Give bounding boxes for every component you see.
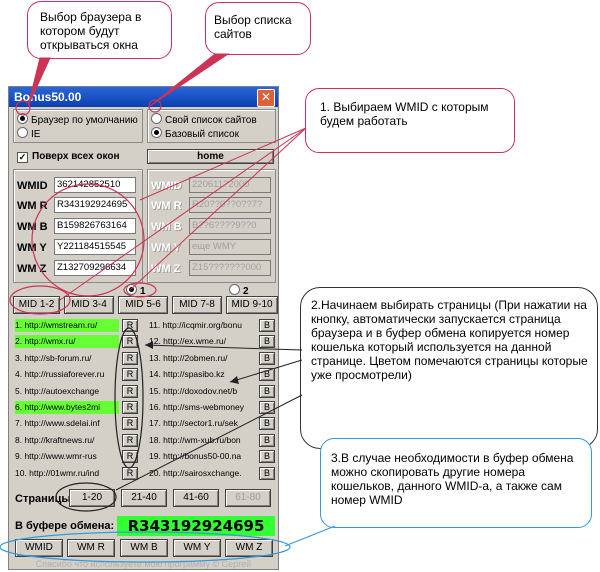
site-copy-b-14[interactable]: B bbox=[259, 368, 275, 382]
mid-button-1[interactable]: MID 3-4 bbox=[64, 296, 114, 314]
callout-step2: 2.Начинаем выбирать страницы (При нажати… bbox=[300, 287, 598, 449]
site-copy-b-17[interactable]: B bbox=[259, 417, 275, 431]
buffer-value: R343192924695 bbox=[117, 516, 275, 536]
mid-button-0[interactable]: MID 1-2 bbox=[13, 296, 60, 314]
mid-button-4[interactable]: MID 9-10 bbox=[226, 296, 278, 314]
site-copy-r-10[interactable]: R bbox=[122, 466, 138, 480]
site-link-2[interactable]: 2. http://wmx.ru/ bbox=[15, 335, 119, 349]
page-button-3[interactable]: 61-80 bbox=[225, 489, 271, 507]
wm-right-label-0: WMID bbox=[151, 180, 182, 192]
site-copy-r-1[interactable]: R bbox=[122, 319, 138, 332]
title-bar[interactable]: Bonus50.00 ✕ bbox=[9, 87, 278, 107]
wm-left-label-1: WM R bbox=[17, 200, 48, 212]
mid-button-3[interactable]: MID 7-8 bbox=[172, 296, 222, 314]
site-copy-b-18[interactable]: B bbox=[259, 433, 275, 447]
site-copy-r-2[interactable]: R bbox=[122, 335, 138, 349]
site-link-16[interactable]: 16. http://sms-webmoney bbox=[149, 402, 244, 412]
wm-left-field-2[interactable]: B159826763164 bbox=[54, 218, 136, 234]
wm-right-label-4: WM Z bbox=[151, 263, 181, 275]
site-link-6[interactable]: 6. http://www.bytes2mi bbox=[15, 401, 119, 414]
app-window: Bonus50.00 ✕ Браузер по умолчанию IE Сво… bbox=[8, 86, 279, 570]
wm-right-field-0[interactable]: 220611?2000 bbox=[189, 177, 271, 193]
site-copy-b-19[interactable]: B bbox=[259, 450, 275, 464]
site-link-20[interactable]: 20. http://sairosxchange. bbox=[149, 467, 242, 478]
wm-left-field-3[interactable]: Y221184515545 bbox=[54, 239, 136, 255]
site-link-1[interactable]: 1. http://wmstream.ru/ bbox=[15, 319, 119, 332]
site-link-13[interactable]: 13. http://2obmen.ru/ bbox=[149, 352, 228, 363]
site-copy-b-11[interactable]: B bbox=[259, 319, 275, 332]
wm-left-label-2: WM B bbox=[17, 221, 48, 233]
radio-browser-ie[interactable]: IE bbox=[17, 127, 40, 140]
site-link-9[interactable]: 9. http://www.wmr-rus bbox=[15, 451, 97, 462]
site-link-19[interactable]: 19. http://bonus50-00.na bbox=[149, 451, 242, 462]
site-copy-b-13[interactable]: B bbox=[259, 351, 275, 365]
copy-wmr-button[interactable]: WM R bbox=[67, 539, 115, 557]
page-button-2[interactable]: 41-60 bbox=[173, 489, 219, 507]
site-copy-b-16[interactable]: B bbox=[259, 401, 275, 414]
copy-wmb-button[interactable]: WM B bbox=[120, 539, 168, 557]
wm-left-field-1[interactable]: R343192924695 bbox=[54, 197, 136, 213]
copy-wmy-button[interactable]: WM Y bbox=[173, 539, 221, 557]
home-button[interactable]: home bbox=[147, 149, 274, 164]
radio-list-own[interactable]: Свой список сайтов bbox=[151, 113, 257, 126]
site-link-4[interactable]: 4. http://russiaforever.ru bbox=[15, 369, 105, 380]
close-icon[interactable]: ✕ bbox=[257, 89, 275, 107]
site-link-18[interactable]: 18. http://wm-xub.ru/bon bbox=[149, 434, 241, 445]
site-copy-b-20[interactable]: B bbox=[259, 466, 275, 480]
site-link-5[interactable]: 5. http://autoexchange bbox=[15, 385, 100, 396]
site-link-11[interactable]: 11. http://icqmir.org/bonu bbox=[149, 320, 242, 330]
footer-text: Спасибо что используете мою программу © … bbox=[35, 559, 252, 569]
buffer-label: В буфере обмена: bbox=[15, 520, 115, 532]
radio-browser-default[interactable]: Браузер по умолчанию bbox=[17, 113, 138, 126]
callout-step1: 1. Выбираем WMID с которым будем работат… bbox=[305, 88, 515, 153]
radio-list-base[interactable]: Базовый список bbox=[151, 127, 239, 140]
wm-right-label-3: WM Y bbox=[151, 242, 181, 254]
wm-right-label-2: WM B bbox=[151, 221, 182, 233]
site-link-3[interactable]: 3. http://sb-forum.ru/ bbox=[15, 352, 92, 363]
window-title: Bonus50.00 bbox=[14, 90, 82, 104]
site-link-7[interactable]: 7. http://www.sdelai.inf bbox=[15, 418, 100, 429]
wm-right-field-2[interactable]: B??6????9??0 bbox=[189, 218, 271, 234]
site-link-17[interactable]: 17. http://sector1.ru/sek bbox=[149, 418, 238, 429]
callout-list: Выбор списка сайтов bbox=[205, 2, 311, 55]
site-copy-r-9[interactable]: R bbox=[122, 450, 138, 464]
site-copy-b-15[interactable]: B bbox=[259, 384, 275, 398]
copy-wmz-button[interactable]: WM Z bbox=[225, 539, 273, 557]
site-link-15[interactable]: 15. http://doxodov.net/b bbox=[149, 385, 238, 396]
wm-left-field-4[interactable]: Z132709296634 bbox=[54, 260, 136, 276]
wm-right-field-3[interactable]: еще WMY bbox=[189, 239, 271, 255]
site-copy-r-6[interactable]: R bbox=[122, 401, 138, 414]
wm-left-field-0[interactable]: 362142852510 bbox=[54, 177, 136, 193]
pages-label: Страницы: bbox=[15, 493, 75, 505]
site-link-8[interactable]: 8. http://kraftnews.ru/ bbox=[15, 434, 95, 445]
site-copy-r-7[interactable]: R bbox=[122, 417, 138, 431]
page-button-0[interactable]: 1-20 bbox=[69, 489, 115, 507]
wm-right-label-1: WM R bbox=[151, 200, 182, 212]
wm-left-label-3: WM Y bbox=[17, 242, 47, 254]
wm-right-field-4[interactable]: Z15???????000 bbox=[189, 260, 271, 276]
wm-right-field-1[interactable]: R20??0??0??7? bbox=[189, 197, 271, 213]
page-button-1[interactable]: 21-40 bbox=[121, 489, 167, 507]
mid-button-2[interactable]: MID 5-6 bbox=[118, 296, 168, 314]
callout-step3: 3.В случае необходимости в буфер обмена … bbox=[320, 438, 592, 528]
site-copy-r-8[interactable]: R bbox=[122, 433, 138, 447]
site-copy-r-3[interactable]: R bbox=[122, 351, 138, 365]
site-copy-r-5[interactable]: R bbox=[122, 384, 138, 398]
wm-left-label-0: WMID bbox=[17, 180, 48, 192]
site-link-10[interactable]: 10. http://01wmr.ru/ind bbox=[15, 467, 100, 478]
site-copy-r-4[interactable]: R bbox=[122, 368, 138, 382]
copy-wmid-button[interactable]: WMID bbox=[15, 539, 63, 557]
callout-browser: Выбор браузера в котором будут открывать… bbox=[27, 1, 172, 59]
site-link-14[interactable]: 14. http://spasibo.kz bbox=[149, 369, 225, 380]
wm-left-label-4: WM Z bbox=[17, 263, 47, 275]
on-top-checkbox[interactable]: ✓Поверх всех окон bbox=[17, 151, 120, 163]
site-copy-b-12[interactable]: B bbox=[259, 335, 275, 349]
site-link-12[interactable]: 12. http://ex.wme.ru/ bbox=[149, 336, 227, 347]
